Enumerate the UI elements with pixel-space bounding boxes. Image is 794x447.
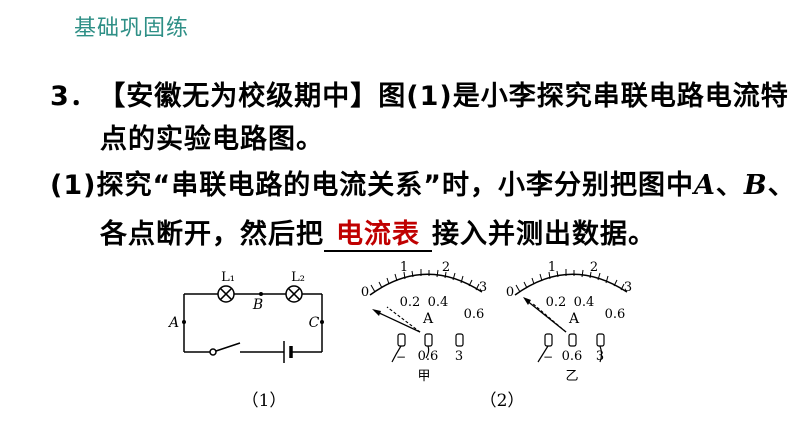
question-source: 【安徽无为校级期中】 — [111, 81, 379, 112]
scale-label: 3 — [479, 280, 487, 295]
line4-after: 接入并测出数据。 — [432, 219, 656, 250]
point-b-dot — [259, 292, 263, 296]
meter-terminals — [391, 333, 464, 363]
lamp2-label: L₂ — [291, 270, 305, 285]
fig1-point-c: C — [309, 315, 320, 331]
lamp-l1 — [217, 285, 235, 303]
terminal-label: 0.6 — [418, 349, 439, 364]
terminal-icon — [544, 333, 553, 347]
scale-label: 2 — [590, 260, 598, 275]
scale-label: 0.4 — [574, 295, 595, 310]
fig1-caption: （1） — [242, 391, 287, 411]
terminal-icon — [568, 333, 577, 347]
question-line-1: 3． 【安徽无为校级期中】图(1)是小李探究串联电路电流特 — [50, 74, 789, 113]
point-c-dot — [320, 320, 324, 324]
unit-label: A — [568, 311, 580, 327]
meter-ticks — [515, 269, 625, 293]
question-line-4: 各点断开，然后把电流表接入并测出数据。 — [100, 212, 656, 252]
question-number: 3． — [50, 81, 98, 112]
lead-wire — [537, 345, 549, 363]
terminal-icon — [397, 333, 406, 347]
terminal-icon — [596, 333, 605, 347]
switch — [209, 342, 241, 356]
question-text-1: 图(1)是小李探究串联电路电流特 — [378, 81, 789, 112]
scale-label: 0.4 — [428, 295, 449, 310]
terminal-label: 3 — [596, 349, 604, 364]
lead-wire — [599, 345, 603, 363]
answer-blank: 电流表 — [324, 220, 432, 252]
meter-scale-arc — [514, 273, 628, 296]
meter-needle — [372, 306, 421, 333]
scale-label: 0.2 — [546, 295, 567, 310]
fig1-point-b: B — [252, 297, 263, 313]
scale-label: 1 — [548, 260, 556, 275]
meter-ticks — [370, 269, 480, 293]
scale-label: 1 — [400, 260, 408, 275]
unit-label: A — [422, 311, 434, 327]
point-b-label: B — [743, 170, 768, 201]
point-a-dot — [182, 320, 186, 324]
meter-label: 甲 — [417, 369, 430, 384]
scale-label: 0.2 — [400, 295, 421, 310]
terminal-label: 0.6 — [562, 349, 583, 364]
meter-terminals — [537, 333, 605, 363]
meter-scale-arc — [369, 273, 483, 296]
lead-wire — [425, 345, 430, 359]
terminal-label: − — [543, 350, 553, 364]
separator: 、 — [715, 170, 744, 201]
question-part-1: (1)探究“串联电路的电流关系”时，小李分别把图中A、B、C — [50, 163, 794, 202]
fig2-caption: （2） — [480, 391, 525, 411]
scale-label: 0.6 — [464, 307, 485, 322]
point-a-label: A — [693, 170, 716, 201]
line4-before: 各点断开，然后把 — [100, 219, 324, 250]
lamp-l2 — [285, 285, 303, 303]
circuit-points — [182, 292, 324, 324]
scale-label: 0.6 — [605, 307, 626, 322]
section-header: 基础巩固练 — [74, 16, 190, 41]
fig1-point-a: A — [167, 315, 179, 331]
ammeter-yi: 0 1 2 3 0.2 0.4 0.6 A − 0.6 3 乙 — [506, 260, 632, 384]
terminal-icon — [424, 333, 433, 347]
part1-prefix: (1)探究“串联电路的电流关系”时，小李分别把图中 — [50, 170, 694, 201]
terminal-icon — [455, 333, 464, 347]
battery — [283, 341, 293, 363]
meter-label: 乙 — [565, 369, 578, 384]
lamp1-label: L₁ — [221, 270, 235, 285]
question-line-2: 点的实验电路图。 — [100, 124, 324, 155]
meter-needle — [523, 297, 567, 333]
lead-wire — [391, 345, 402, 363]
ammeter-jia: 0 1 2 3 0.2 0.4 0.6 A − 0.6 3 甲 — [361, 260, 487, 384]
terminal-label: 3 — [455, 349, 463, 364]
terminal-label: − — [396, 350, 406, 364]
scale-label: 0 — [361, 285, 369, 300]
scale-label: 3 — [624, 280, 632, 295]
scale-label: 2 — [442, 260, 450, 275]
scale-label: 0 — [506, 285, 514, 300]
separator: 、 — [767, 170, 794, 201]
